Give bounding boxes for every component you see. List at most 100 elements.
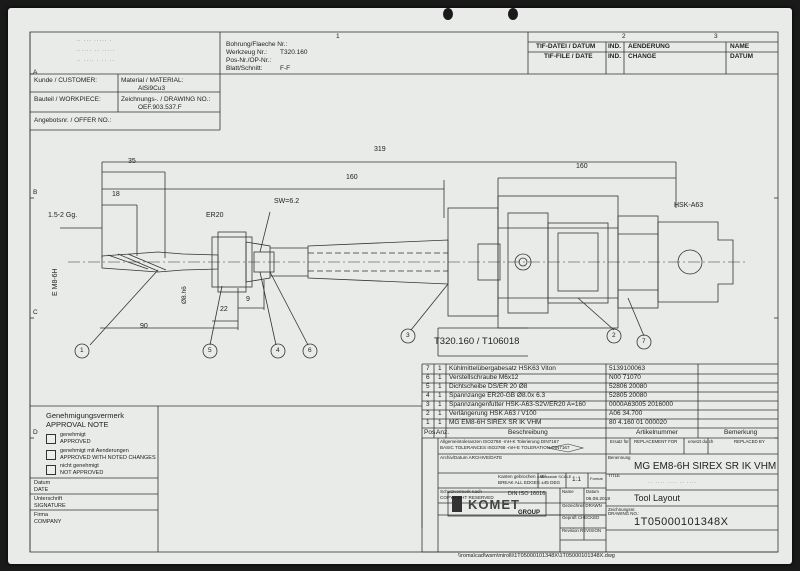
copyright-en: COPYRIGHT RESERVED <box>440 495 494 500</box>
approved-changes-checkbox[interactable] <box>46 450 56 460</box>
not-approved-checkbox[interactable] <box>46 465 56 475</box>
hsk-label: HSK-A63 <box>674 202 704 209</box>
approved-changes-label: genehmigt mit Aenderungen <box>60 448 129 454</box>
bom-header-pos: Pos. <box>424 429 438 436</box>
scale-value: 1:1 <box>572 476 582 483</box>
material-label: Material / MATERIAL: <box>121 77 184 84</box>
balloon-label: 4 <box>276 347 280 354</box>
technical-drawing <box>29 31 779 553</box>
datum-field: Datum <box>34 480 51 486</box>
bom-pos: 4 <box>426 392 430 399</box>
name-col: Name <box>562 489 574 494</box>
material-value: AlSi9Cu3 <box>138 85 166 92</box>
blatt-value: F-F <box>280 65 291 72</box>
bom-pos: 6 <box>426 374 430 381</box>
drawn-date: 06.08.2018 <box>586 497 611 502</box>
subtitle: ·· ···· ···· ·· ···· <box>648 480 697 486</box>
approved-label: genehmigt <box>60 432 86 438</box>
grid-row: B <box>33 189 38 196</box>
replacement-for-de: Ersatz für <box>610 439 629 444</box>
bom-art: 0000A63005 2016000 <box>609 401 673 408</box>
bom-anz: 1 <box>438 392 442 399</box>
benennung-label: Benennung <box>608 455 631 460</box>
file-path: \\roma\cad\wsm\mirolli\1T05000101348X\1T… <box>458 553 615 559</box>
bom-pos: 3 <box>426 401 430 408</box>
bom-art: 5139100063 <box>609 365 646 372</box>
bom-header-desc: Beschreibung <box>508 429 548 436</box>
approved-changes-label-en: APPROVED WITH NOTED CHANGES <box>60 455 156 461</box>
grid-row: D <box>33 429 38 436</box>
copyright-de: Schutzvermerk nach <box>440 489 482 494</box>
not-approved-label-en: NOT APPROVED <box>60 470 104 476</box>
stamp-line: ······ ·· ····· <box>76 47 116 54</box>
pos-label: Pos-Nr./OP-Nr.: <box>226 57 272 64</box>
group-label: GROUP <box>518 510 541 516</box>
dim-22: 22 <box>220 306 228 313</box>
bom-art: N00 71070 <box>609 374 641 381</box>
balloon-label: 5 <box>208 347 212 354</box>
dim-160: 160 <box>346 174 358 181</box>
diameter-label: Ø8.h6 <box>181 286 188 304</box>
werkzeug-label: Werkzeug Nr.: <box>226 49 268 56</box>
balloon-label: 2 <box>612 332 616 339</box>
not-approved-label: nicht genehmigt <box>60 463 99 469</box>
bom-anz: 1 <box>438 419 442 426</box>
punch-hole <box>508 8 518 20</box>
bom-desc: Verlängerung HSK A63 / V100 <box>449 410 537 417</box>
bom-anz: 1 <box>438 365 442 372</box>
ind-label: IND. <box>608 53 621 60</box>
approval-title-en: APPROVAL NOTE <box>46 420 109 429</box>
zeichnung-value: OEF.903.537.F <box>138 104 182 111</box>
replaced-by-en: REPLACED BY <box>734 439 765 444</box>
bom-desc: Spannzange ER20-GB Ø8.0x 6.3 <box>449 392 546 399</box>
change-label: CHANGE <box>628 53 657 60</box>
archive-label: Archiv/Datum ARCHIVE/DATE <box>440 455 503 460</box>
stamp-line: ·· ··· ····· · <box>76 37 113 44</box>
tolerance-de: Allgemeintoleranzen ISO2768 -mH-K Toleri… <box>440 439 559 444</box>
tif-datei: TIF-DATEI / DATUM <box>536 43 596 50</box>
balloon-label: 7 <box>642 338 646 345</box>
ind-label: IND. <box>608 43 621 50</box>
din-label: DIN ISO 16016 <box>508 491 546 497</box>
bom-header-anz: Anz. <box>436 429 450 436</box>
edges-de: Kanten gebrochen ±45° <box>498 474 547 479</box>
approved-label-en: APPROVED <box>60 439 91 445</box>
bom-header-art: Artikelnummer <box>636 429 678 436</box>
datum-label: DATUM <box>730 53 753 60</box>
aenderung-label: AENDERUNG <box>628 43 670 50</box>
bom-anz: 1 <box>438 383 442 390</box>
tolerance-en: BASIC TOLERANCES ISO2768 -mH-E TOLERATIO… <box>440 445 570 450</box>
edges-en: BREAK ALL EDGES ±45 DEG <box>498 480 561 485</box>
komet-logo: KOMET <box>468 497 520 512</box>
date-field: DATE <box>34 487 49 493</box>
bom-header-bem: Bemerkung <box>724 429 758 436</box>
replacement-for-en: REPLACEMENT FOR <box>634 439 678 444</box>
bom-anz: 1 <box>438 374 442 381</box>
datum-col: Datum <box>586 489 599 494</box>
bom-desc: Dichtscheibe DS/ER 20 Ø8 <box>449 383 528 390</box>
bom-anz: 1 <box>438 410 442 417</box>
grid-col: 2 <box>622 33 626 40</box>
stamp-line: ·· ···· · ·· ·· <box>76 57 115 64</box>
tif-file: TIF-FILE / DATE <box>544 53 593 60</box>
thread-label: E M8-6H <box>52 268 59 296</box>
bom-anz: 1 <box>438 401 442 408</box>
bom-art: A06 34.700 <box>609 410 643 417</box>
punch-hole <box>443 8 453 20</box>
kunde-label: Kunde / CUSTOMER: <box>34 77 98 84</box>
dim-9: 9 <box>246 296 250 303</box>
blatt-label: Blatt/Schnitt: <box>226 65 263 72</box>
bom-pos: 5 <box>426 383 430 390</box>
grid-col: 3 <box>714 33 718 40</box>
dim-35: 35 <box>128 158 136 165</box>
title-label: TITLE <box>608 473 620 478</box>
dim-319: 319 <box>374 146 386 153</box>
company-field: COMPANY <box>34 519 62 525</box>
bohrung-label: Bohrung/Flaeche Nr.: <box>226 41 288 48</box>
drawing-sheet: ·· ··· ····· · ······ ·· ····· ·· ···· ·… <box>8 8 792 564</box>
balloon-label: 6 <box>308 347 312 354</box>
balloon-label: 3 <box>406 332 410 339</box>
approved-checkbox[interactable] <box>46 434 56 444</box>
drawing-number: 1T05000101348X <box>634 516 729 528</box>
zeichnung-label: Zeichnungs-. / DRAWING NO.: <box>121 96 211 103</box>
